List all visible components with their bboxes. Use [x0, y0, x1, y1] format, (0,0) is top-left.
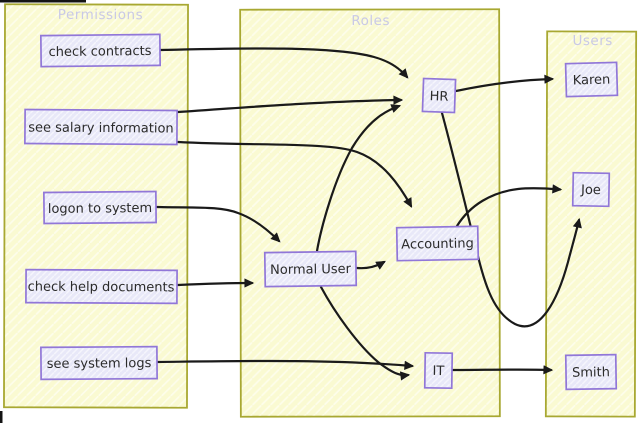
cluster-title-roles: Roles — [351, 13, 390, 29]
edge-see-salary-to-hr — [176, 100, 401, 114]
node-check-help-documents: check help documents — [25, 268, 178, 305]
cluster-title-permissions: Permissions — [58, 7, 143, 23]
screen-edge-artifact-left — [0, 411, 3, 423]
edge-accounting-to-joe — [455, 188, 560, 228]
node-logon-to-system: logon to system — [43, 190, 157, 225]
node-label-logon-to-system: logon to system — [48, 201, 152, 217]
cluster-title-users: Users — [572, 33, 612, 49]
node-label-hr: HR — [429, 89, 448, 105]
node-hr: HR — [421, 77, 457, 114]
edge-logon-to-normal-user — [155, 205, 279, 241]
node-normal-user: Normal User — [263, 250, 358, 288]
node-label-smith: Smith — [572, 365, 610, 381]
edge-hr-to-karen — [454, 79, 552, 93]
node-label-it: IT — [432, 364, 444, 379]
node-karen: Karen — [564, 61, 619, 98]
node-label-see-system-logs: see system logs — [47, 356, 152, 372]
node-check-contracts: check contracts — [39, 33, 162, 68]
screen-edge-artifact-top — [0, 0, 86, 3]
node-smith: Smith — [564, 353, 618, 391]
edge-normal-user-to-hr — [315, 106, 399, 253]
node-it: IT — [423, 351, 454, 390]
node-see-salary-information: see salary information — [24, 108, 178, 146]
cluster-users: Users — [544, 30, 638, 418]
node-see-system-logs: see system logs — [40, 345, 158, 381]
node-accounting: Accounting — [395, 225, 480, 262]
node-label-check-contracts: check contracts — [48, 44, 151, 60]
edge-layer — [155, 47, 579, 375]
edge-see-salary-to-accounting — [176, 140, 413, 206]
edge-hr-to-joe — [440, 111, 579, 328]
node-joe: Joe — [571, 171, 611, 208]
node-label-normal-user: Normal User — [270, 262, 352, 278]
node-label-check-help-documents: check help documents — [28, 280, 175, 296]
node-label-accounting: Accounting — [401, 236, 474, 252]
edge-check-help-to-normal-user — [176, 283, 252, 285]
edge-normal-user-to-it — [319, 285, 408, 375]
node-label-see-salary-information: see salary information — [28, 120, 174, 136]
edge-normal-user-to-accounting — [355, 260, 384, 268]
node-label-joe: Joe — [580, 183, 601, 198]
edge-check-contracts-to-hr — [158, 47, 407, 77]
node-label-karen: Karen — [573, 72, 611, 88]
